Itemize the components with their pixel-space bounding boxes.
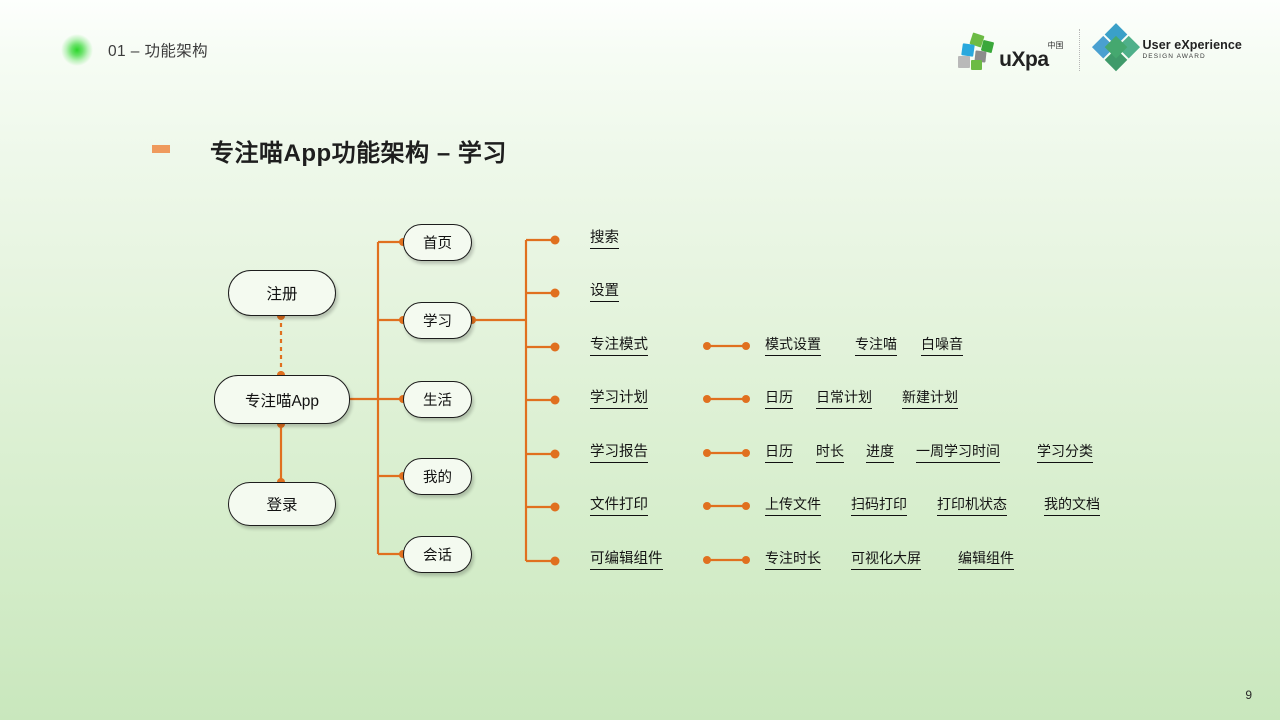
title-bullet-icon	[152, 145, 170, 153]
uxpa-logo: uXpa 中国	[958, 30, 1064, 71]
node-root-app[interactable]: 专注喵App	[214, 375, 350, 424]
leaf-weekly-study-time[interactable]: 一周学习时间	[916, 443, 1000, 463]
leaf-search[interactable]: 搜索	[590, 229, 619, 250]
uxda-text: User eXperience DESIGN AWARD	[1142, 38, 1242, 61]
leaf-study-report[interactable]: 学习报告	[590, 443, 648, 464]
page-number: 9	[1245, 688, 1252, 702]
leaf-progress[interactable]: 进度	[866, 443, 894, 463]
leaf-duration[interactable]: 时长	[816, 443, 844, 463]
node-label: 注册	[266, 286, 298, 303]
node-register[interactable]: 注册	[228, 270, 336, 316]
page-title: 专注喵App功能架构 – 学习	[210, 140, 507, 167]
leaf-study-category[interactable]: 学习分类	[1037, 443, 1093, 463]
leaf-settings[interactable]: 设置	[590, 282, 619, 303]
leaf-my-documents[interactable]: 我的文档	[1044, 496, 1100, 516]
node-label: 我的	[423, 470, 452, 486]
node-home[interactable]: 首页	[403, 224, 472, 261]
leaf-scan-print[interactable]: 扫码打印	[851, 496, 907, 516]
leaf-editable-component[interactable]: 可编辑组件	[590, 550, 663, 571]
node-session[interactable]: 会话	[403, 536, 472, 573]
node-label: 首页	[423, 236, 452, 252]
node-label: 专注喵App	[244, 392, 320, 410]
logo-divider	[1078, 29, 1081, 71]
section-label: 01 – 功能架构	[108, 43, 209, 60]
uxda-logo: User eXperience DESIGN AWARD	[1091, 23, 1242, 72]
leaf-upload-file[interactable]: 上传文件	[765, 496, 821, 516]
node-login[interactable]: 登录	[228, 482, 336, 526]
node-mine[interactable]: 我的	[403, 458, 472, 495]
node-life[interactable]: 生活	[403, 381, 472, 418]
node-label: 登录	[266, 497, 298, 514]
leaf-study-plan[interactable]: 学习计划	[590, 389, 648, 410]
leaf-edit-component[interactable]: 编辑组件	[958, 550, 1014, 570]
leaf-printer-status[interactable]: 打印机状态	[937, 496, 1007, 516]
leaf-focus-mode[interactable]: 专注模式	[590, 336, 648, 357]
node-label: 会话	[423, 548, 452, 564]
uxpa-wordmark: uXpa 中国	[999, 42, 1063, 71]
green-glow-decoration	[57, 30, 97, 70]
node-label: 生活	[423, 393, 452, 409]
uxda-title: User eXperience	[1142, 38, 1242, 53]
uxpa-squares-icon	[958, 32, 996, 70]
leaf-white-noise[interactable]: 白噪音	[921, 336, 963, 356]
leaf-focus-duration[interactable]: 专注时长	[765, 550, 821, 570]
uxda-subtitle: DESIGN AWARD	[1142, 53, 1206, 61]
leaf-calendar-plan[interactable]: 日历	[765, 389, 793, 409]
leaf-focus-meow[interactable]: 专注喵	[855, 336, 897, 356]
uxpa-wordmark-text: uXpa	[999, 48, 1049, 71]
uxpa-region-label: 中国	[1047, 41, 1064, 50]
leaf-daily-plan[interactable]: 日常计划	[816, 389, 872, 409]
leaf-visual-dashboard[interactable]: 可视化大屏	[851, 550, 921, 570]
leaf-mode-settings[interactable]: 模式设置	[765, 336, 821, 356]
leaf-new-plan[interactable]: 新建计划	[902, 389, 958, 409]
node-study[interactable]: 学习	[403, 302, 472, 339]
logo-area: uXpa 中国 User eXperience DESIGN AWARD	[958, 23, 1242, 74]
leaf-file-print[interactable]: 文件打印	[590, 496, 648, 517]
node-label: 学习	[423, 314, 452, 330]
leaf-calendar-report[interactable]: 日历	[765, 443, 793, 463]
